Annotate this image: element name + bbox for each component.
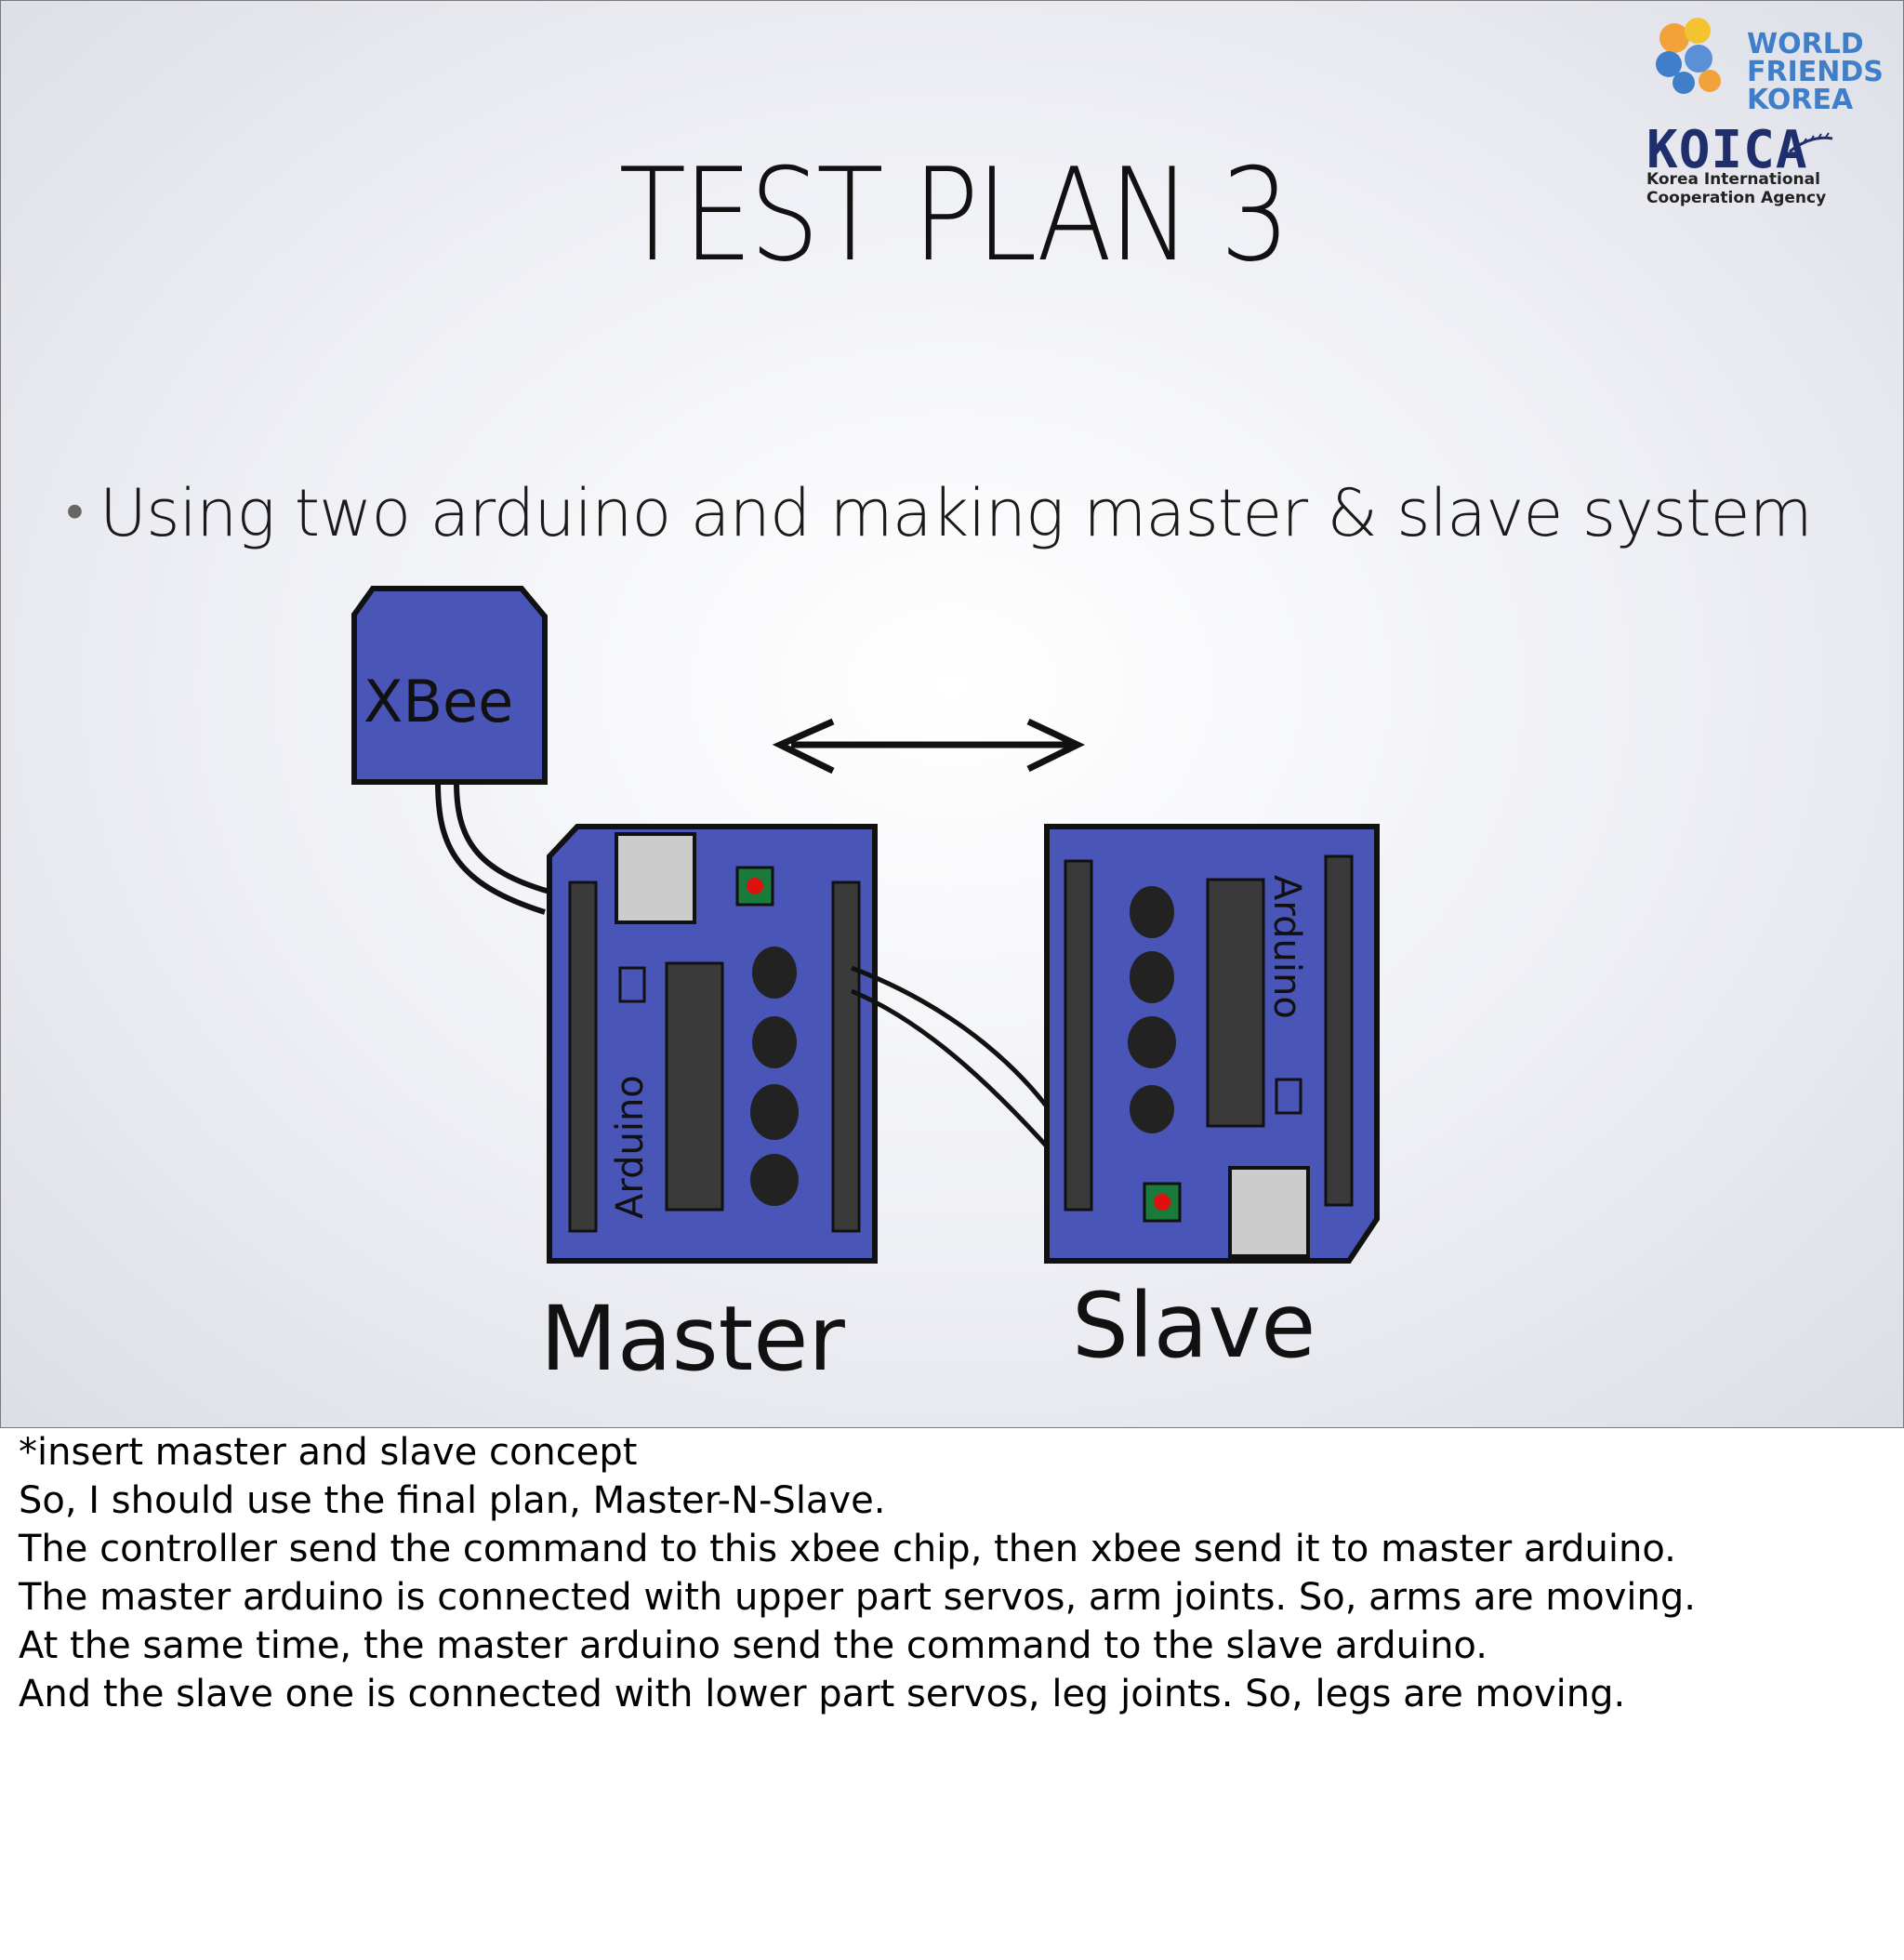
koica-subtitle-line: Korea International bbox=[1646, 170, 1820, 189]
capacitor bbox=[1130, 1085, 1174, 1133]
slide-title: TEST PLAN 3 bbox=[618, 140, 1290, 290]
capacitor bbox=[1128, 1016, 1176, 1068]
note-line: The controller send the command to this … bbox=[19, 1528, 1676, 1570]
koica-logo: KOICA bbox=[1646, 120, 1808, 180]
chip bbox=[665, 961, 724, 1212]
slave-caption: Slave bbox=[1072, 1274, 1316, 1378]
koica-subtitle: Korea International Cooperation Agency bbox=[1646, 170, 1826, 207]
bullet-dot-icon: • bbox=[66, 482, 84, 540]
xbee-cable bbox=[454, 781, 550, 894]
serial-cable bbox=[851, 988, 1072, 1174]
master-slave-diagram: XBee Arduino bbox=[351, 586, 1380, 1391]
pin-header bbox=[1064, 859, 1093, 1212]
koica-subtitle-line: Cooperation Agency bbox=[1646, 189, 1827, 207]
note-line: And the slave one is connected with lowe… bbox=[19, 1673, 1626, 1715]
master-board-label: Arduino bbox=[609, 1075, 652, 1219]
note-line: At the same time, the master arduino sen… bbox=[19, 1624, 1488, 1667]
world-friends-logo bbox=[1656, 18, 1721, 94]
serial-cable bbox=[851, 965, 1080, 1156]
note-line: *insert master and slave concept bbox=[19, 1431, 638, 1474]
master-arduino-board: Arduino bbox=[547, 824, 878, 1264]
capacitor bbox=[752, 947, 797, 999]
slave-arduino-board: Arduino bbox=[1044, 824, 1380, 1264]
small-component bbox=[618, 966, 646, 1003]
xbee-body bbox=[351, 586, 548, 785]
capacitor bbox=[752, 1016, 797, 1068]
pin-header bbox=[568, 881, 598, 1233]
usb-port bbox=[1228, 1166, 1310, 1258]
usb-port bbox=[615, 832, 696, 924]
world-friends-text: WORLD FRIENDS KOREA bbox=[1747, 28, 1884, 116]
led-icon bbox=[747, 878, 763, 894]
small-component bbox=[1275, 1078, 1302, 1115]
pin-header bbox=[1324, 854, 1354, 1207]
capacitor bbox=[1130, 886, 1174, 938]
bullet-item: • Using two arduino and making master & s… bbox=[66, 475, 1813, 551]
capacitor bbox=[750, 1154, 799, 1206]
slide: TEST PLAN 3 • Using two arduino and makin… bbox=[0, 0, 1904, 1428]
note-line: The master arduino is connected with upp… bbox=[19, 1576, 1696, 1619]
xbee-cable bbox=[435, 781, 546, 915]
slave-board-label: Arduino bbox=[1265, 875, 1308, 1019]
note-line: So, I should use the final plan, Master-… bbox=[19, 1479, 886, 1522]
capacitor bbox=[750, 1084, 799, 1140]
xbee-chip: XBee bbox=[351, 586, 548, 785]
logo-group: WORLD FRIENDS KOREA KOICA Korea Internat… bbox=[1646, 10, 1897, 215]
bullet-text: Using two arduino and making master & sl… bbox=[99, 475, 1813, 551]
capacitor bbox=[1130, 951, 1174, 1003]
chip bbox=[1206, 878, 1265, 1128]
master-caption: Master bbox=[540, 1287, 845, 1391]
led-icon bbox=[1154, 1194, 1170, 1211]
bidirectional-arrow-icon bbox=[772, 718, 1086, 775]
xbee-label: XBee bbox=[364, 668, 513, 735]
koica-wing-icon bbox=[1789, 132, 1833, 153]
pin-header bbox=[831, 881, 861, 1233]
